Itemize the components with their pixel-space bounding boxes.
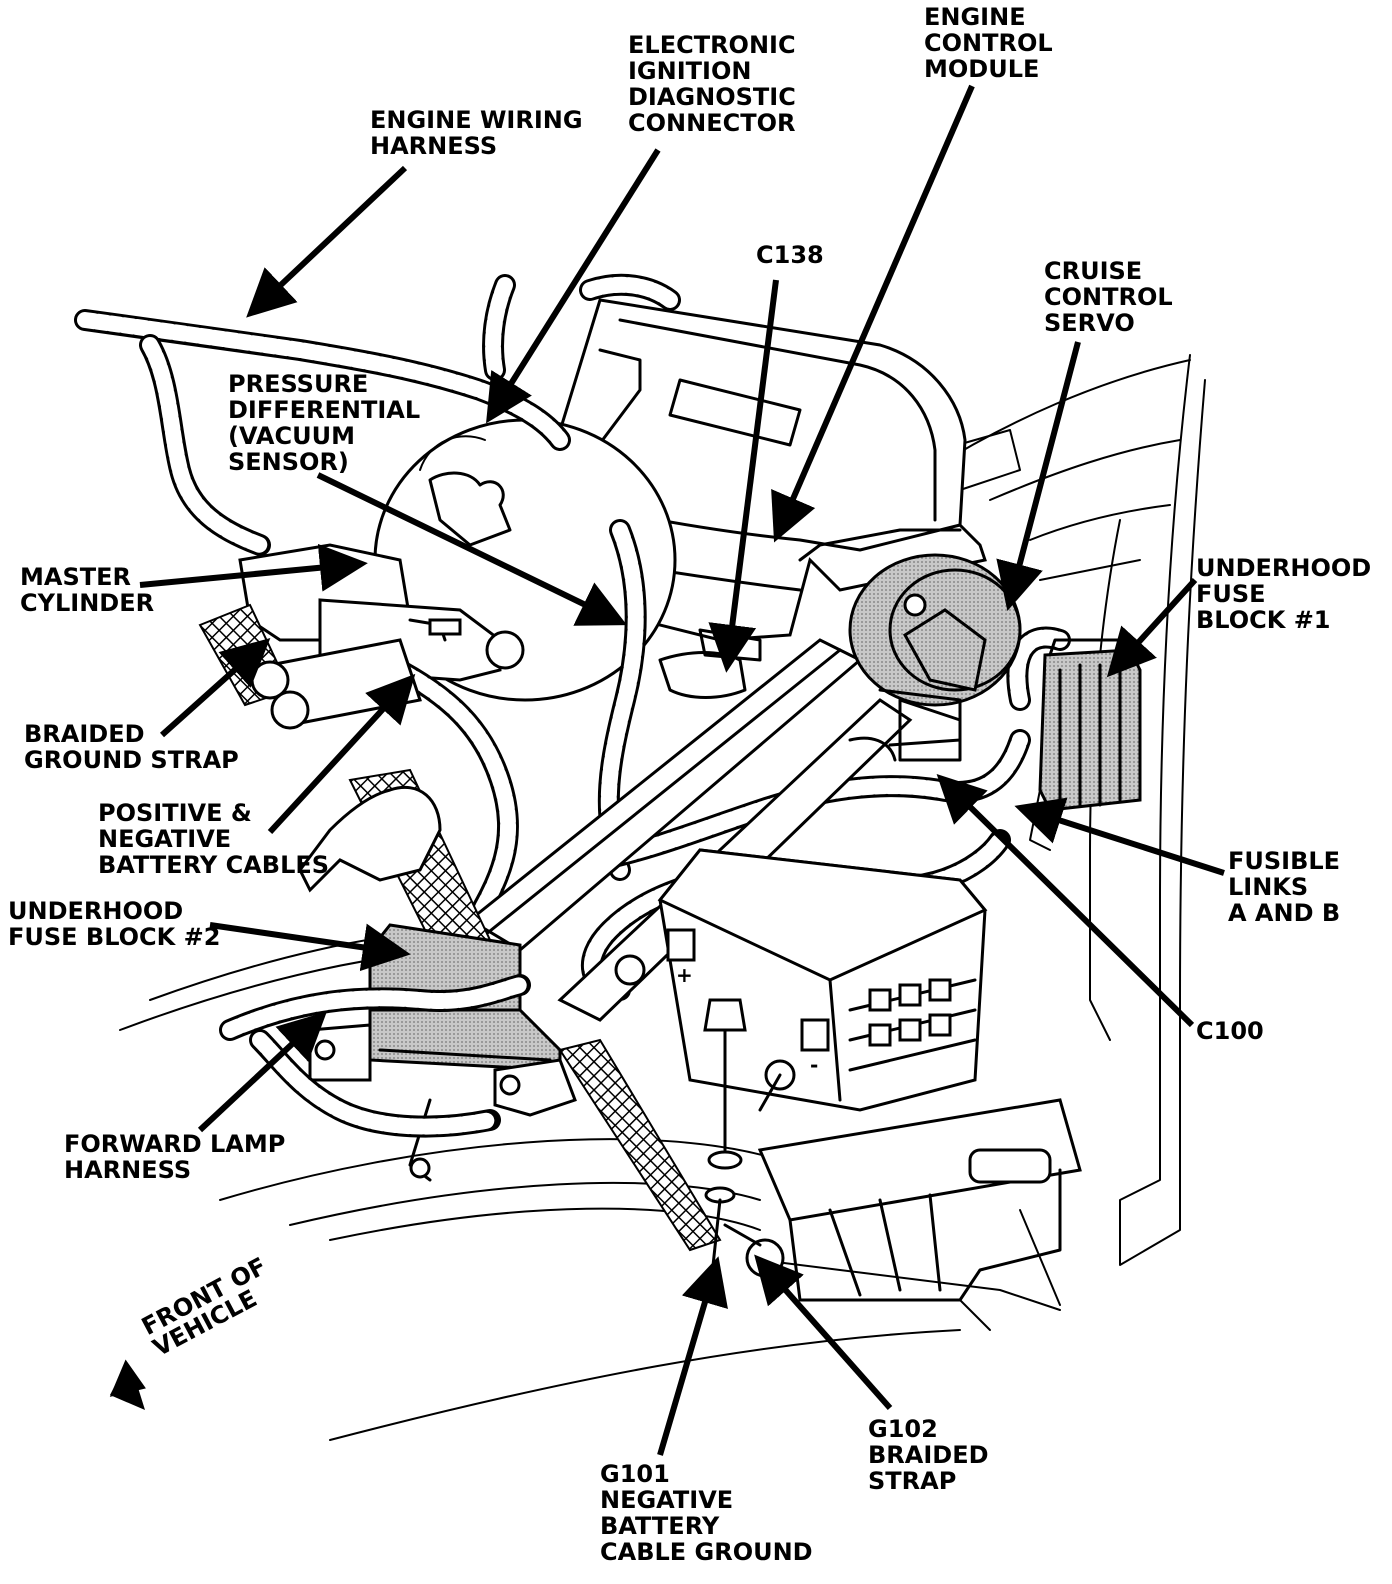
label-line: (VACUUM xyxy=(228,422,355,450)
label-line: SENSOR) xyxy=(228,448,349,476)
battery: + - xyxy=(614,848,988,1112)
label-line: ENGINE WIRING xyxy=(370,106,583,134)
label-line: FUSIBLE xyxy=(1228,847,1341,875)
label-c100: C100 xyxy=(1196,1018,1264,1044)
svg-text:-: - xyxy=(810,1053,818,1077)
label-line: SERVO xyxy=(1044,309,1135,337)
label-line: G102 xyxy=(868,1415,938,1443)
label-line: ENGINE xyxy=(924,3,1026,31)
label-g102-braided-strap: G102 BRAIDED STRAP xyxy=(868,1416,989,1494)
label-line: BATTERY xyxy=(600,1512,720,1540)
label-forward-lamp-harness: FORWARD LAMP HARNESS xyxy=(64,1131,285,1183)
label-cruise-control-servo: CRUISE CONTROL SERVO xyxy=(1044,258,1173,336)
label-line: MASTER xyxy=(20,563,131,591)
label-line: CABLE GROUND xyxy=(600,1538,813,1566)
label-line: FORWARD LAMP xyxy=(64,1130,286,1158)
label-line: MODULE xyxy=(924,55,1040,83)
label-line: FUSE xyxy=(1196,580,1266,608)
label-line: POSITIVE & xyxy=(98,799,252,827)
label-line: NEGATIVE xyxy=(600,1486,734,1514)
cruise-control-servo xyxy=(848,553,1022,762)
front-of-vehicle-arrow-icon xyxy=(109,1359,146,1410)
label-line: ELECTRONIC xyxy=(628,31,796,59)
label-line: BRAIDED xyxy=(868,1441,989,1469)
label-line: CONTROL xyxy=(924,29,1053,57)
label-line: CONTROL xyxy=(1044,283,1173,311)
label-line: DIFFERENTIAL xyxy=(228,396,421,424)
label-line: BATTERY CABLES xyxy=(98,851,330,879)
battery-cable-posts xyxy=(250,638,442,893)
label-line: BRAIDED xyxy=(24,720,145,748)
label-line: CRUISE xyxy=(1044,257,1143,285)
label-fusible-links: FUSIBLE LINKS A AND B xyxy=(1228,848,1340,926)
label-line: CONNECTOR xyxy=(628,109,796,137)
label-line: HARNESS xyxy=(370,132,498,160)
svg-text:+: + xyxy=(676,963,693,987)
label-underhood-fuse-block-2: UNDERHOOD FUSE BLOCK #2 xyxy=(8,898,220,950)
label-braided-ground-strap: BRAIDED GROUND STRAP xyxy=(24,721,239,773)
label-line: PRESSURE xyxy=(228,370,369,398)
label-line: STRAP xyxy=(868,1467,957,1495)
label-line: G101 xyxy=(600,1460,670,1488)
label-line: CYLINDER xyxy=(20,589,155,617)
label-line: FUSE BLOCK #2 xyxy=(8,923,221,951)
label-underhood-fuse-block-1: UNDERHOOD FUSE BLOCK #1 xyxy=(1196,555,1371,633)
label-line: A AND B xyxy=(1228,899,1341,927)
label-line: NEGATIVE xyxy=(98,825,232,853)
label-c138: C138 xyxy=(756,242,824,268)
forward-lamp-harness xyxy=(219,974,531,1138)
label-line: UNDERHOOD xyxy=(1196,554,1372,582)
label-engine-wiring-harness: ENGINE WIRING HARNESS xyxy=(370,107,583,159)
label-line: LINKS xyxy=(1228,873,1309,901)
label-engine-control-module: ENGINE CONTROL MODULE xyxy=(924,4,1053,82)
label-pressure-differential-vacuum-sensor: PRESSURE DIFFERENTIAL (VACUUM SENSOR) xyxy=(228,371,420,475)
label-master-cylinder: MASTER CYLINDER xyxy=(20,564,154,616)
label-line: GROUND STRAP xyxy=(24,746,239,774)
battery-tray xyxy=(757,1098,1082,1302)
label-line: BLOCK #1 xyxy=(1196,606,1331,634)
label-g101-negative-battery-cable-ground: G101 NEGATIVE BATTERY CABLE GROUND xyxy=(600,1461,813,1565)
leader-arrows xyxy=(139,84,1225,1456)
label-line: IGNITION xyxy=(628,57,752,85)
label-line: C100 xyxy=(1196,1017,1264,1045)
label-battery-cables: POSITIVE & NEGATIVE BATTERY CABLES xyxy=(98,800,329,878)
label-electronic-ignition-diagnostic-connector: ELECTRONIC IGNITION DIAGNOSTIC CONNECTOR xyxy=(628,32,796,136)
underhood-fuse-block-1-shape xyxy=(1029,638,1142,851)
label-line: C138 xyxy=(756,241,824,269)
label-line: DIAGNOSTIC xyxy=(628,83,796,111)
label-line: HARNESS xyxy=(64,1156,192,1184)
label-line: UNDERHOOD xyxy=(8,897,184,925)
